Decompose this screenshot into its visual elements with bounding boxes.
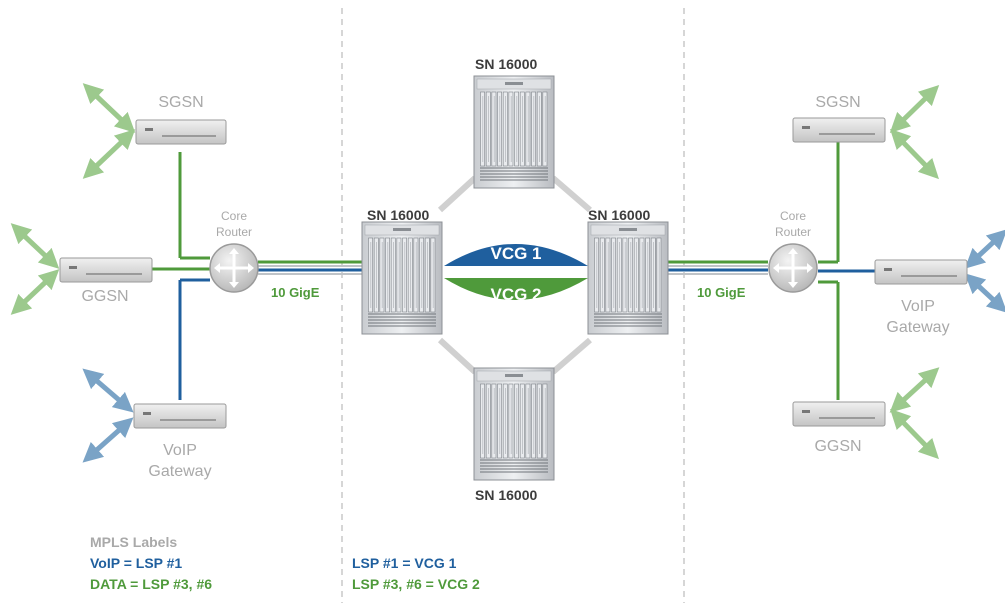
mpls-legend-voip: VoIP = LSP #1 — [90, 555, 183, 571]
left-sgsn-arrows — [82, 83, 136, 179]
right-voip-gateway-label: VoIP Gateway — [886, 298, 950, 336]
left-ggsn-label: GGSN — [81, 288, 129, 305]
right-10gige-trunk — [668, 260, 768, 275]
sn-top-label: SN 16000 — [475, 56, 538, 72]
right-ggsn-label: GGSN — [814, 438, 862, 455]
sn-top-chassis — [473, 75, 555, 189]
left-core-router-label: Core Router — [215, 209, 253, 239]
left-voip-server — [133, 403, 227, 429]
sn-mesh-connectors — [437, 175, 592, 375]
mpls-legend: MPLS Labels VoIP = LSP #1 DATA = LSP #3,… — [90, 532, 212, 595]
vcg2-label: VCG 2 — [490, 285, 542, 304]
sn-left-chassis — [361, 221, 443, 335]
left-core-router — [209, 243, 259, 293]
right-voip-server — [874, 259, 968, 285]
right-core-router-label: Core Router — [774, 209, 812, 239]
vcg-legend: LSP #1 = VCG 1 LSP #3, #6 = VCG 2 — [352, 553, 480, 595]
sn-left-label: SN 16000 — [367, 207, 430, 223]
vcg-legend-line1: LSP #1 = VCG 1 — [352, 555, 457, 571]
right-ggsn-server — [792, 401, 886, 427]
vcg1-shape — [444, 244, 588, 266]
right-sgsn-label: SGSN — [815, 94, 861, 111]
left-link-label: 10 GigE — [271, 285, 320, 300]
sn-right-label: SN 16000 — [588, 207, 651, 223]
right-sgsn-server — [792, 117, 886, 143]
right-ggsn-arrows — [889, 367, 940, 460]
vcg2-shape — [444, 278, 588, 300]
left-10gige-trunk — [258, 260, 362, 275]
left-voip-gateway-label: VoIP Gateway — [148, 442, 212, 480]
mpls-legend-title: MPLS Labels — [90, 534, 178, 550]
vcg1-label: VCG 1 — [490, 244, 542, 263]
sn-bottom-chassis — [473, 367, 555, 481]
right-core-router — [768, 243, 818, 293]
right-sgsn-arrows — [889, 85, 940, 180]
sn-right-chassis — [587, 221, 669, 335]
left-sgsn-label: SGSN — [158, 94, 204, 111]
sn-bottom-label: SN 16000 — [475, 487, 538, 503]
left-ggsn-server — [59, 257, 153, 283]
left-sgsn-server — [135, 119, 227, 145]
right-voip-arrows — [964, 229, 1005, 313]
right-link-label: 10 GigE — [697, 285, 746, 300]
mpls-legend-data: DATA = LSP #3, #6 — [90, 576, 213, 592]
left-ggsn-arrows — [10, 223, 60, 315]
vcg-legend-line2: LSP #3, #6 = VCG 2 — [352, 576, 480, 592]
left-voip-arrows — [82, 368, 134, 463]
